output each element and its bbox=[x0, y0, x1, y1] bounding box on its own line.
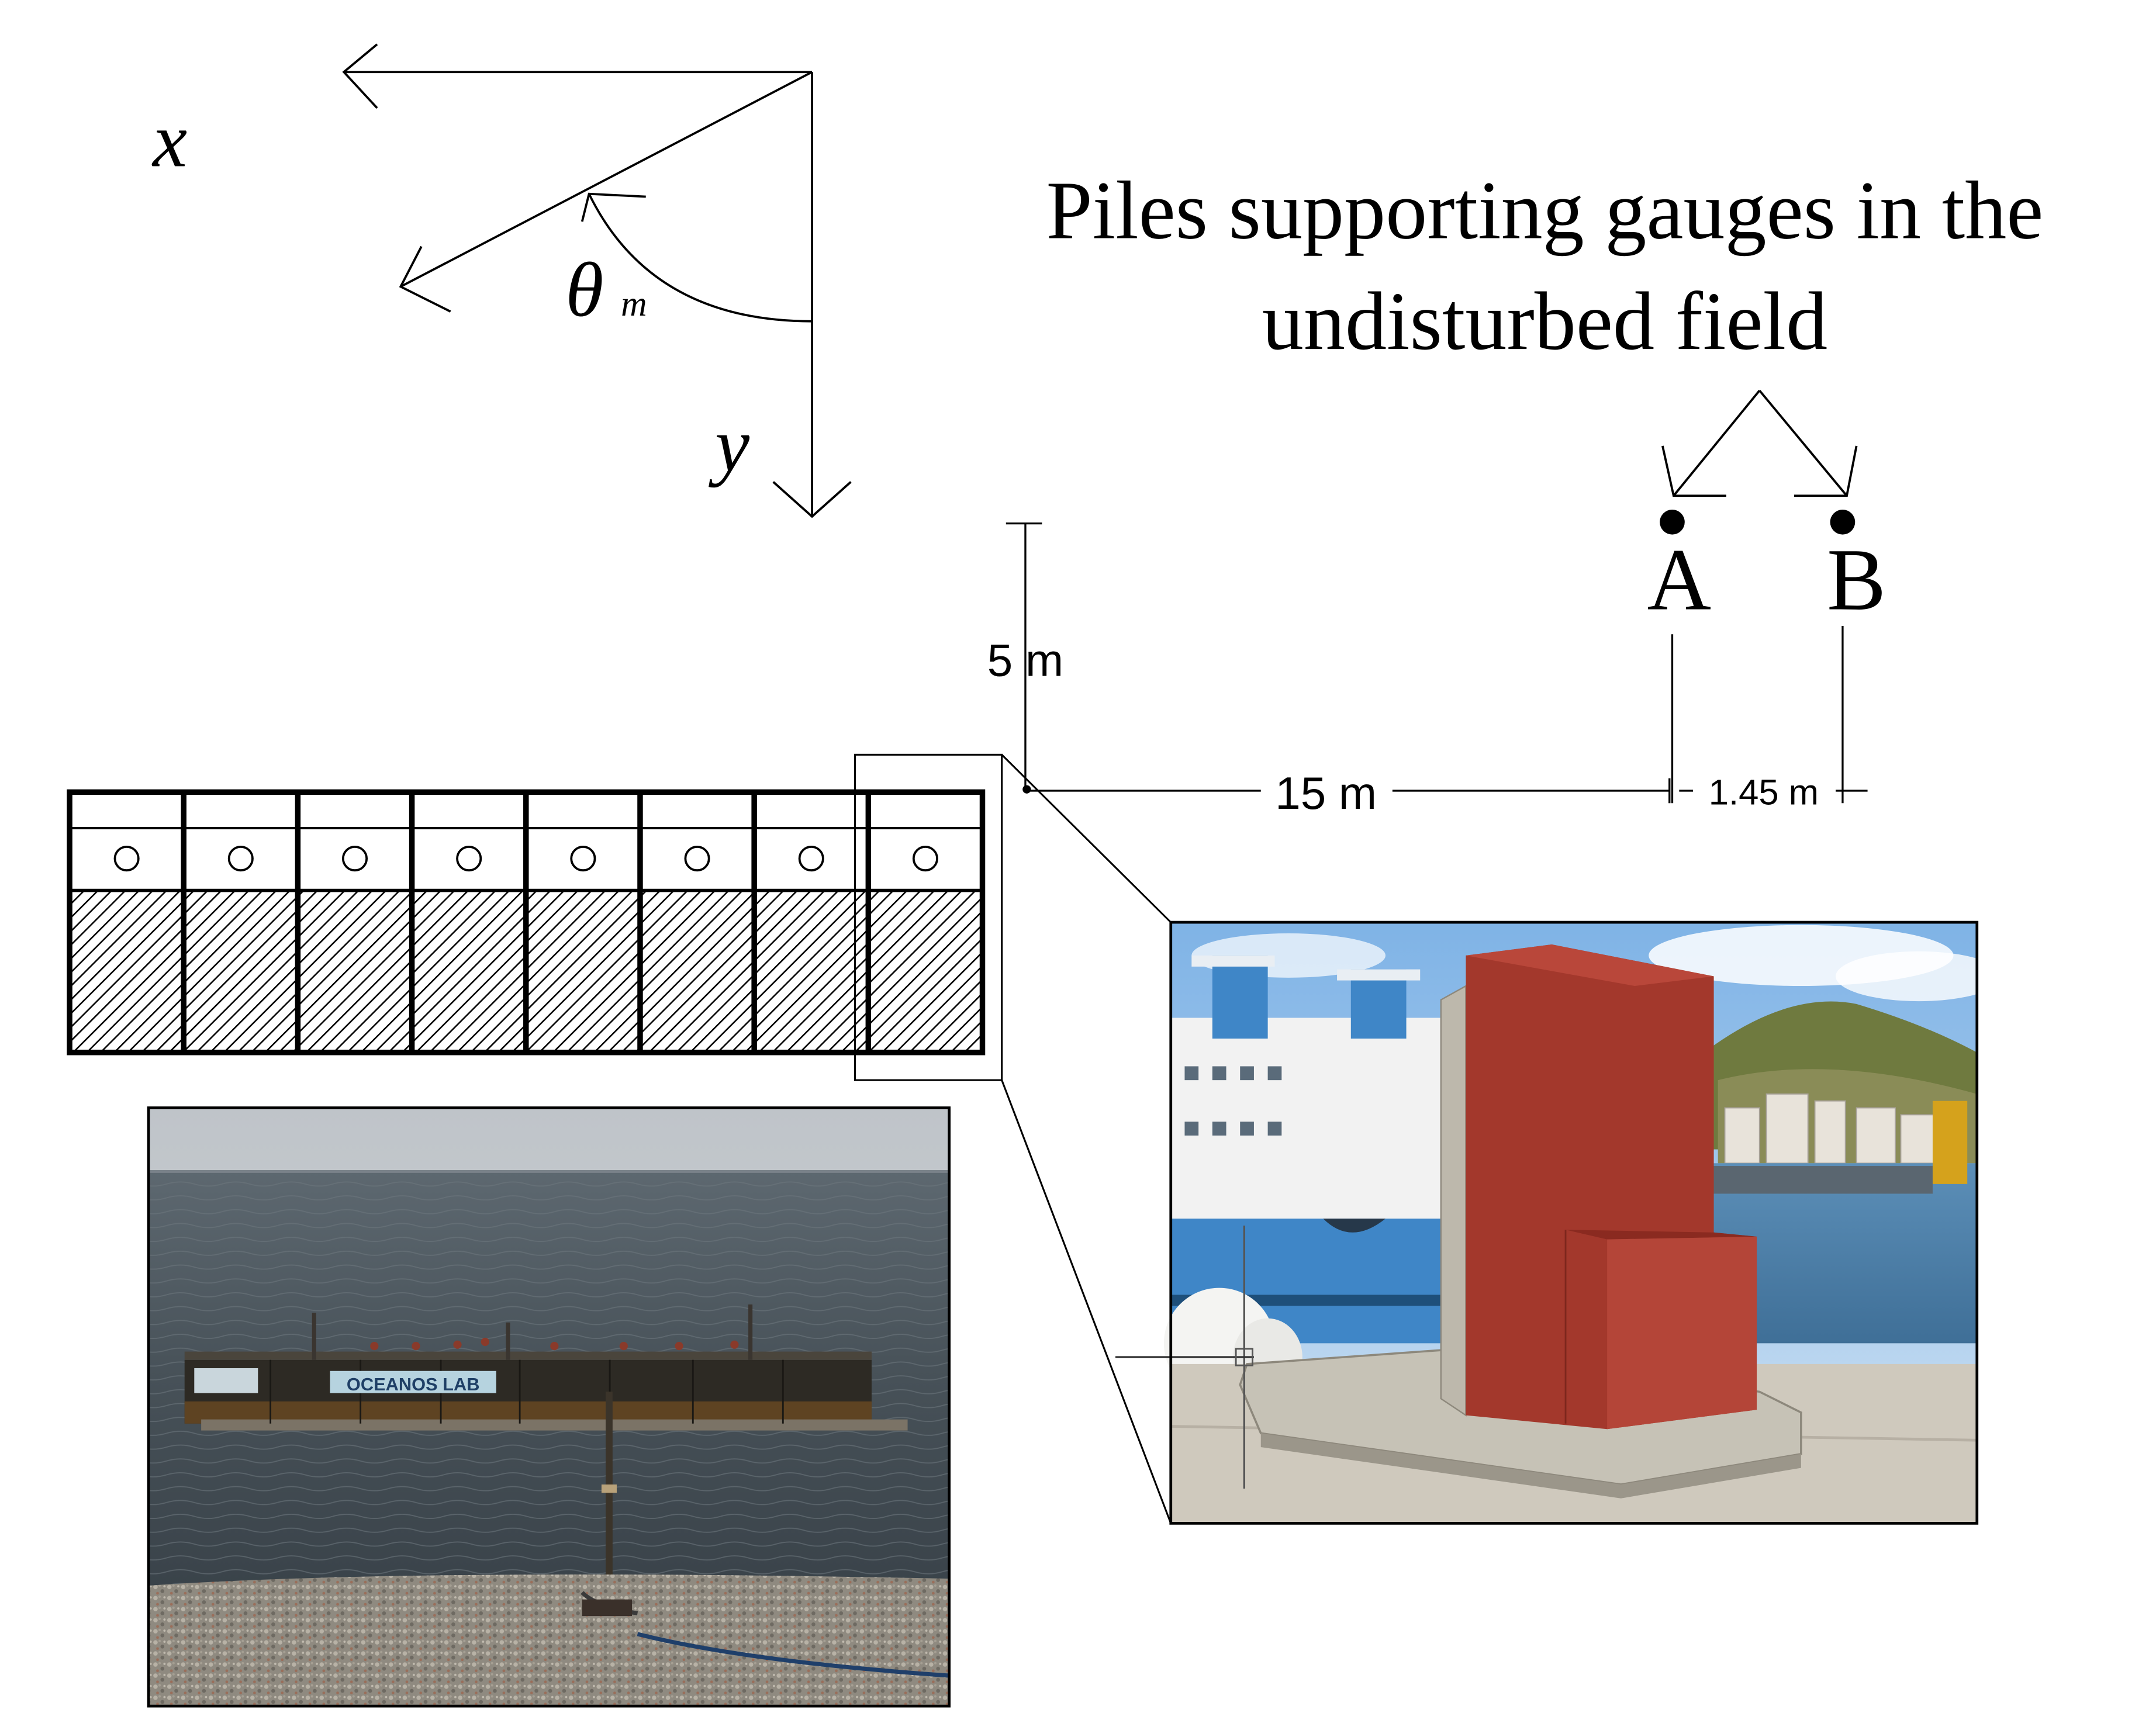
title-line-1: Piles supporting gauges in the bbox=[1046, 164, 2044, 257]
breakwater-plan bbox=[67, 789, 986, 1056]
x-axis-arrowhead bbox=[342, 43, 378, 109]
caisson-opening bbox=[798, 846, 824, 872]
caisson-opening bbox=[341, 846, 368, 872]
gauge-pointer bbox=[1661, 389, 1858, 497]
distance-dimension-label: 15 m bbox=[1275, 767, 1377, 819]
caisson-photo bbox=[1115, 920, 2002, 1525]
angle-subscript: m bbox=[621, 284, 647, 324]
oceanos-lab-sign-text: OCEANOS LAB bbox=[347, 1374, 480, 1394]
caisson-opening bbox=[456, 846, 482, 872]
y-axis-label: y bbox=[708, 402, 749, 488]
red-caisson-block bbox=[1466, 944, 1757, 1430]
caisson-opening bbox=[227, 846, 254, 872]
angle-arc bbox=[588, 193, 813, 323]
gauge-b-point bbox=[1830, 509, 1856, 535]
field-photo: OCEANOS LAB bbox=[147, 1106, 951, 1708]
angle-arc-arrowhead bbox=[581, 192, 646, 222]
oceanos-lab-sign bbox=[330, 1371, 496, 1393]
caisson-opening bbox=[684, 846, 710, 872]
gauge-a-point bbox=[1660, 509, 1685, 535]
zoom-indicator bbox=[854, 753, 1172, 1524]
caisson-opening bbox=[912, 846, 938, 872]
offset-dimension-label: 5 m bbox=[987, 634, 1063, 686]
gauge-a-label: A bbox=[1647, 531, 1712, 629]
caisson-opening bbox=[113, 846, 140, 872]
breakwater-prototype-photo: OCEANOS LAB bbox=[184, 1304, 908, 1431]
y-axis-arrowhead bbox=[772, 481, 852, 518]
wave-direction-arrowhead bbox=[399, 245, 451, 313]
title-line-2: undisturbed field bbox=[1262, 275, 1827, 367]
angle-symbol: θ bbox=[565, 247, 603, 333]
wave-direction-line bbox=[400, 71, 813, 288]
x-axis-label: x bbox=[151, 97, 187, 183]
dimension-lines bbox=[1006, 522, 1868, 804]
gauge-b-label: B bbox=[1827, 531, 1886, 629]
coordinate-system bbox=[342, 43, 852, 518]
spacing-dimension-label: 1.45 m bbox=[1709, 773, 1819, 813]
caisson-opening bbox=[570, 846, 596, 872]
